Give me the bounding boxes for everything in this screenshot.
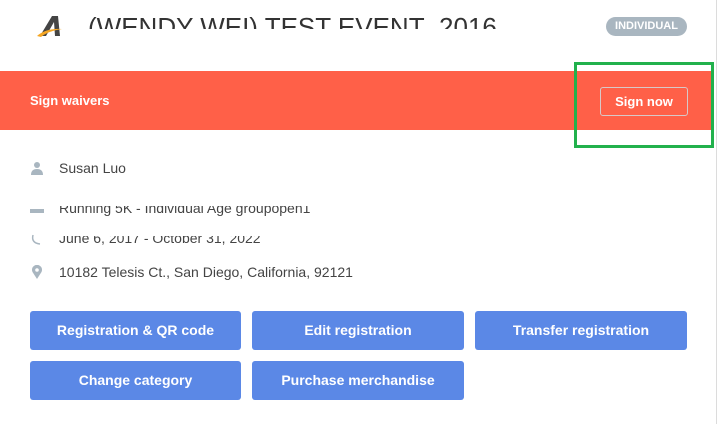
participant-name: Susan Luo [59,160,126,176]
category-text: Running 5K - Individual Age groupopen1 [59,206,311,216]
person-icon [31,162,43,175]
purchase-merchandise-button[interactable]: Purchase merchandise [252,361,464,400]
event-title: (WENDY WEI) TEST EVENT_2016 [88,12,497,29]
registration-type-badge: INDIVIDUAL [606,17,687,36]
scrollbar-edge [716,0,717,424]
transfer-registration-button[interactable]: Transfer registration [475,311,687,350]
location-pin-icon [32,265,42,279]
sign-now-button[interactable]: Sign now [600,87,688,116]
activenet-logo-icon [37,16,62,37]
calendar-icon [31,234,41,245]
banner-label: Sign waivers [30,93,110,108]
edit-registration-button[interactable]: Edit registration [252,311,464,350]
highlight-box [574,62,714,148]
waiver-banner: Sign waivers Sign now [0,71,714,130]
category-icon [30,209,44,213]
change-category-button[interactable]: Change category [30,361,241,400]
registration-qr-button[interactable]: Registration & QR code [30,311,241,350]
event-dates: June 6, 2017 - October 31, 2022 [59,236,261,246]
event-address: 10182 Telesis Ct., San Diego, California… [59,267,353,280]
